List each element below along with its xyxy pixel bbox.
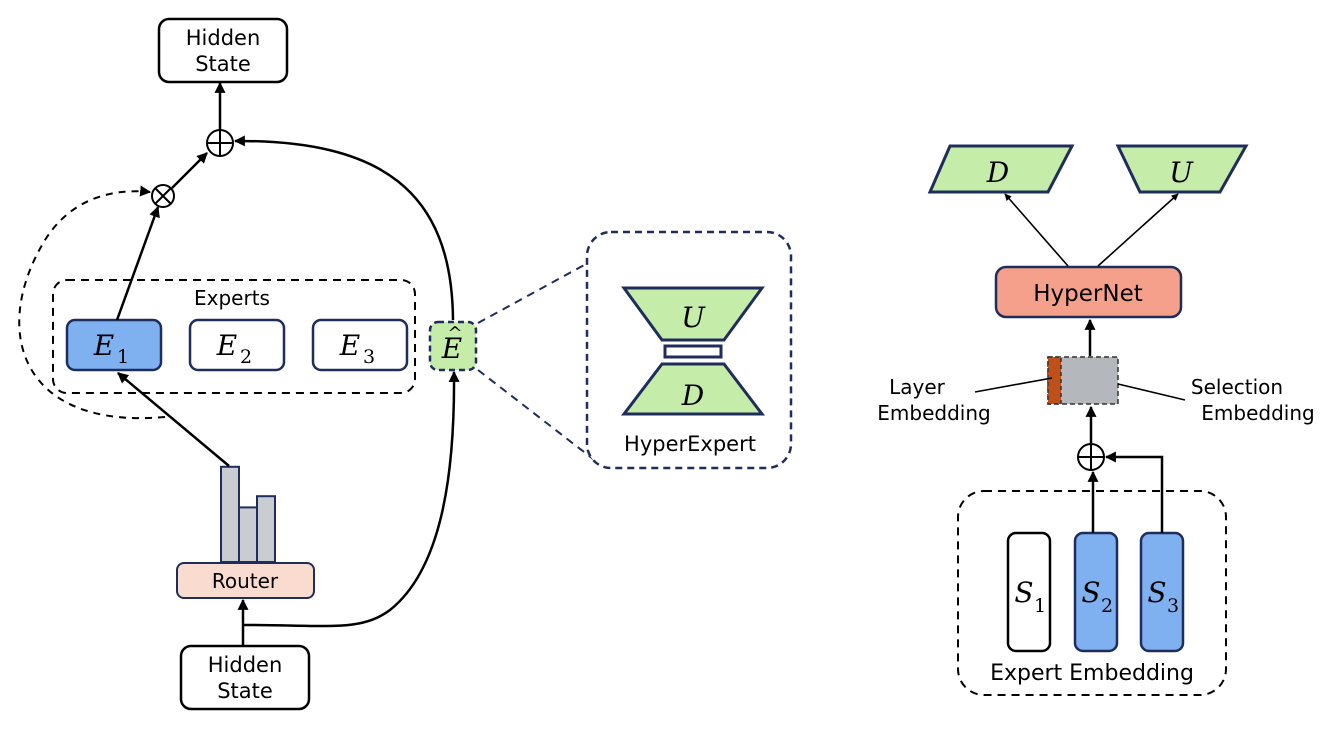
router-score-bar (238, 506, 258, 563)
experts-group-label: Experts (194, 286, 270, 310)
bottom-hidden-state: Hidden State (179, 644, 311, 711)
arrow-product-to-sum (171, 152, 208, 189)
down-symbol: D (681, 379, 704, 412)
combined-embedding (1047, 356, 1119, 405)
expert-e2-subscript: 2 (240, 346, 252, 368)
output-u-trapezoid (1115, 144, 1249, 194)
top-state-line2: State (195, 52, 251, 76)
experts-group (52, 279, 416, 394)
right-hypernet-diagram: D U HyperNet Layer Embedding Selection E… (877, 144, 1315, 696)
arrow-expert-to-product (115, 205, 160, 321)
s3-subscript: 3 (1167, 595, 1179, 617)
arrow-hypernet-to-d (1004, 193, 1069, 267)
hyper-expert-accent: ^ (447, 323, 462, 344)
output-d-trapezoid (927, 144, 1075, 194)
expert-e2-symbol: E (216, 329, 237, 362)
top-hidden-state: Hidden State (157, 17, 289, 84)
expert-e3-subscript: 3 (363, 346, 375, 368)
arrow-router-to-expert (117, 372, 230, 467)
arrow-hyper-expert-to-sum (233, 135, 455, 321)
arrow-state-to-hyper-expert (242, 370, 460, 628)
selection-embedding-label-line2: Embedding (1201, 401, 1314, 425)
expert-e2: E 2 (188, 318, 286, 372)
router-score-bars (220, 465, 276, 564)
arrow-hypernet-to-u (1097, 193, 1179, 267)
expert-e1-symbol: E (93, 329, 114, 362)
arrow-s3-to-sum (1104, 451, 1164, 533)
selection-embedding-label-line1: Selection (1191, 375, 1283, 399)
down-projection-trapezoid (620, 362, 766, 416)
sum-node (206, 129, 234, 157)
expert-e1: E 1 (65, 318, 163, 372)
expert-embedding-s2: S 2 (1073, 531, 1119, 653)
bottom-state-line1: Hidden (208, 653, 283, 677)
expert-embedding-s3: S 3 (1139, 531, 1185, 653)
layer-embedding-label-line1: Layer (889, 375, 946, 399)
bottleneck (663, 344, 723, 359)
s3-symbol: S (1147, 576, 1166, 609)
hypernet-label: HyperNet (1033, 281, 1143, 307)
layer-embedding-block (1047, 356, 1062, 405)
product-node (151, 184, 175, 208)
router-score-bar (256, 495, 276, 564)
top-state-line1: Hidden (186, 26, 261, 50)
s2-symbol: S (1081, 576, 1100, 609)
s1-symbol: S (1014, 576, 1033, 609)
output-u-symbol: U (1169, 156, 1194, 189)
expert-embedding-s1: S 1 (1006, 531, 1052, 653)
router-label: Router (212, 569, 279, 593)
expert-e1-subscript: 1 (117, 346, 129, 368)
hyper-expert-node: E ^ (428, 320, 478, 372)
expert-e3: E 3 (311, 318, 409, 372)
expert-embedding-group-label: Expert Embedding (990, 661, 1194, 686)
hyper-expert-caption: HyperExpert (624, 432, 756, 456)
router-weight-dashed-arrow (18, 185, 166, 420)
layer-embedding-label-line2: Embedding (877, 401, 990, 425)
hyper-expert-zoom: U D HyperExpert (477, 230, 793, 470)
left-moe-diagram: Hidden State Experts E 1 E 2 (18, 17, 478, 711)
embedding-sum-node (1077, 443, 1105, 471)
bottom-state-line2: State (217, 679, 273, 703)
s2-subscript: 2 (1101, 595, 1113, 617)
up-projection-trapezoid (621, 286, 765, 342)
router-score-bar (220, 465, 240, 563)
hypernet: HyperNet (994, 265, 1183, 319)
expert-e3-symbol: E (339, 329, 360, 362)
s1-subscript: 1 (1034, 595, 1046, 617)
up-symbol: U (681, 301, 706, 334)
hyper-expert-symbol: E (441, 332, 462, 365)
router: Router (176, 562, 315, 599)
output-d-symbol: D (986, 156, 1009, 189)
